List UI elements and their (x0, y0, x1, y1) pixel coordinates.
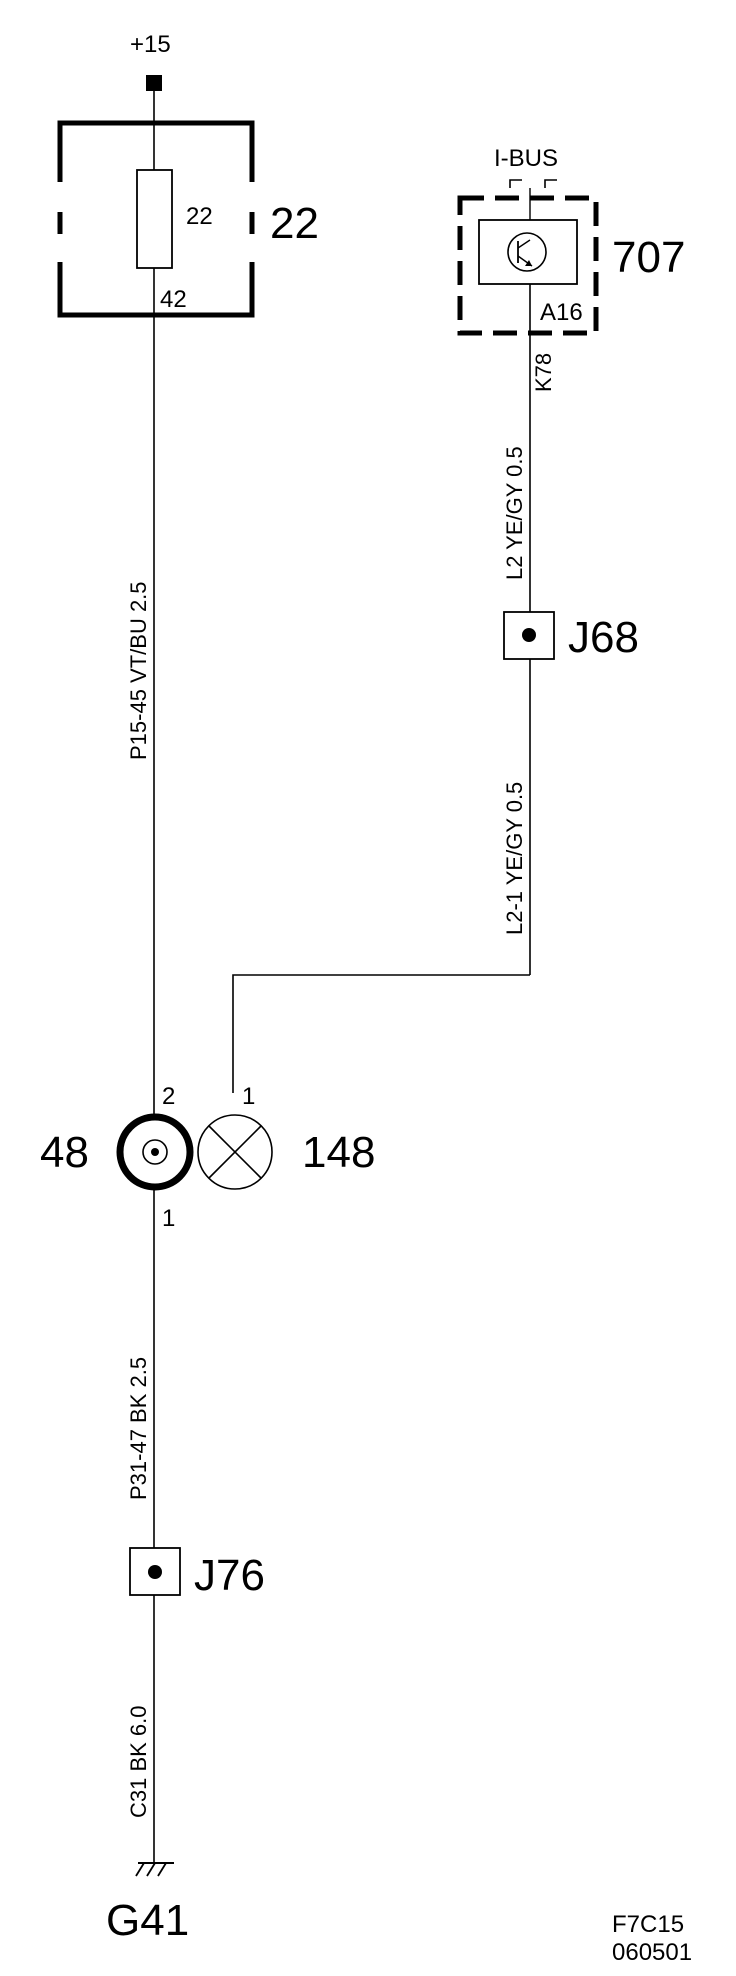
footer-code: F7C15 (612, 1911, 684, 1938)
module-id: 707 (612, 233, 685, 282)
bus-pin-2 (544, 179, 557, 188)
fuse-element (136, 169, 173, 269)
bus-label: I-BUS (494, 145, 558, 172)
junction-j76-label: J76 (194, 1551, 265, 1600)
wire-label-p15-45: P15-45 VT/BU 2.5 (126, 581, 151, 760)
fuse-box (57, 120, 255, 318)
wire-label-p31-47: P31-47 BK 2.5 (126, 1357, 151, 1500)
fuse-box-id: 22 (270, 199, 319, 248)
bus-pin-1 (509, 179, 522, 188)
fuse-number: 22 (186, 203, 213, 230)
module-inner-box (478, 219, 578, 285)
switch-48-id: 48 (40, 1128, 89, 1177)
junction-j68-box (503, 611, 555, 660)
ground-id: G41 (106, 1896, 189, 1945)
junction-j76-dot (148, 1565, 162, 1579)
lamp-148-cross-b (208, 1125, 262, 1179)
fuse-pin-out: 42 (160, 286, 187, 313)
footer-date: 060501 (612, 1939, 692, 1966)
supply-label: +15 (130, 31, 171, 58)
switch-48-pin-bottom: 1 (162, 1205, 175, 1232)
module-outline (457, 195, 599, 336)
lamp-148-id: 148 (302, 1128, 375, 1177)
junction-j68-label: J68 (568, 613, 639, 662)
junction-j68-dot (522, 628, 536, 642)
wire-label-l2-1: L2-1 YE/GY 0.5 (502, 782, 527, 935)
wire-code-k78: K78 (531, 353, 556, 392)
ground-icon (135, 1862, 174, 1877)
supply-terminal (146, 75, 162, 91)
lamp-148-pin: 1 (242, 1083, 255, 1110)
lamp-feed-wire (232, 974, 530, 1093)
transistor-icon (507, 232, 547, 272)
wire-label-c31: C31 BK 6.0 (126, 1705, 151, 1818)
switch-48-center (151, 1148, 159, 1156)
switch-48-pin-top: 2 (162, 1083, 175, 1110)
module-pin: A16 (540, 299, 583, 326)
wire-label-l2: L2 YE/GY 0.5 (502, 446, 527, 580)
